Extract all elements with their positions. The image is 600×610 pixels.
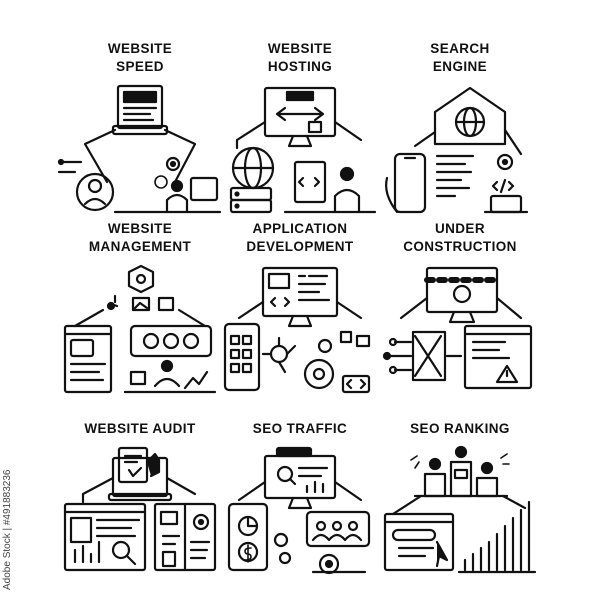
tile-title: SEO TRAFFIC <box>252 421 348 436</box>
seo-traffic-icon <box>215 442 385 582</box>
website-speed-icon <box>55 82 225 222</box>
website-management-icon <box>55 262 225 402</box>
icon-tile-seo-traffic: SEO TRAFFIC <box>205 420 395 610</box>
application-development-icon <box>215 262 385 402</box>
seo-ranking-icon <box>375 442 545 582</box>
search-engine-icon <box>375 82 545 222</box>
stock-image-id: Adobe Stock | #491883236 <box>2 469 13 590</box>
icon-tile-seo-ranking: SEO RANKING <box>365 420 555 610</box>
tile-title: WEBSITE AUDIT <box>84 421 196 436</box>
tile-title: SEO RANKING <box>410 421 510 436</box>
under-construction-icon <box>375 262 545 402</box>
website-audit-icon <box>55 442 225 582</box>
website-hosting-icon <box>215 82 385 222</box>
icon-tile-website-audit: WEBSITE AUDIT <box>45 420 235 610</box>
